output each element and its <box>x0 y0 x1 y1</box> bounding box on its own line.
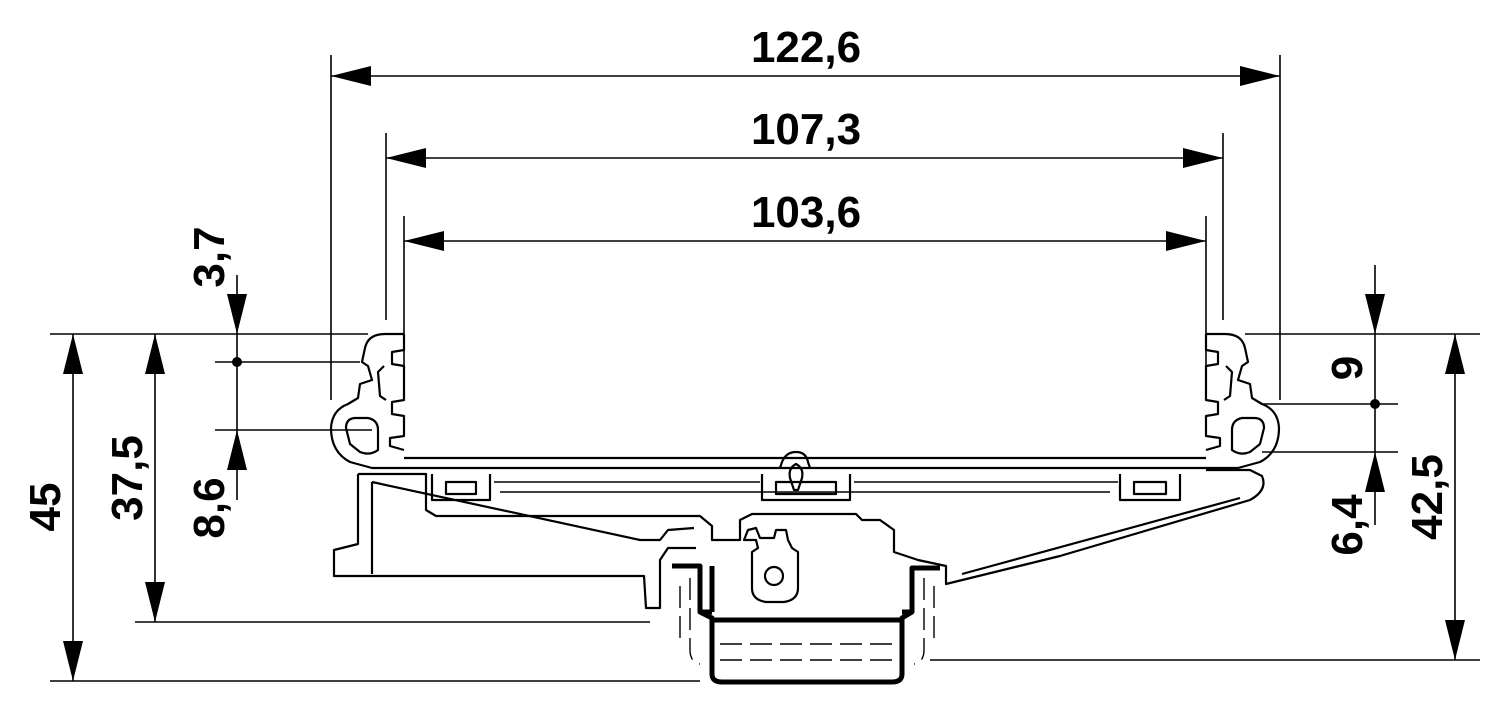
label-groove-depth-left: 8,6 <box>185 477 234 538</box>
label-rail-height: 37,5 <box>103 435 152 521</box>
label-inner-width: 107,3 <box>751 105 861 154</box>
dim-total-height: 45 <box>21 333 700 682</box>
label-top-offset-right: 9 <box>1323 356 1372 380</box>
label-top-offset-left: 3,7 <box>185 226 234 287</box>
dim-height-right: 42,5 <box>930 333 1480 661</box>
label-height-right: 42,5 <box>1403 454 1452 540</box>
dim-right-offsets: 9 6,4 <box>1262 265 1398 556</box>
dim-opening-width: 103,6 <box>403 188 1207 380</box>
label-total-height: 45 <box>21 483 70 532</box>
label-overall-width: 122,6 <box>751 23 861 72</box>
profile-outline <box>329 332 1281 685</box>
dim-left-offsets: 3,7 8,6 <box>185 226 372 539</box>
label-groove-depth-right: 6,4 <box>1323 494 1372 556</box>
dim-overall-width: 122,6 <box>330 23 1281 400</box>
label-opening-width: 103,6 <box>751 188 861 237</box>
dim-inner-width: 107,3 <box>385 105 1224 320</box>
dim-rail-height: 37,5 <box>103 334 650 623</box>
